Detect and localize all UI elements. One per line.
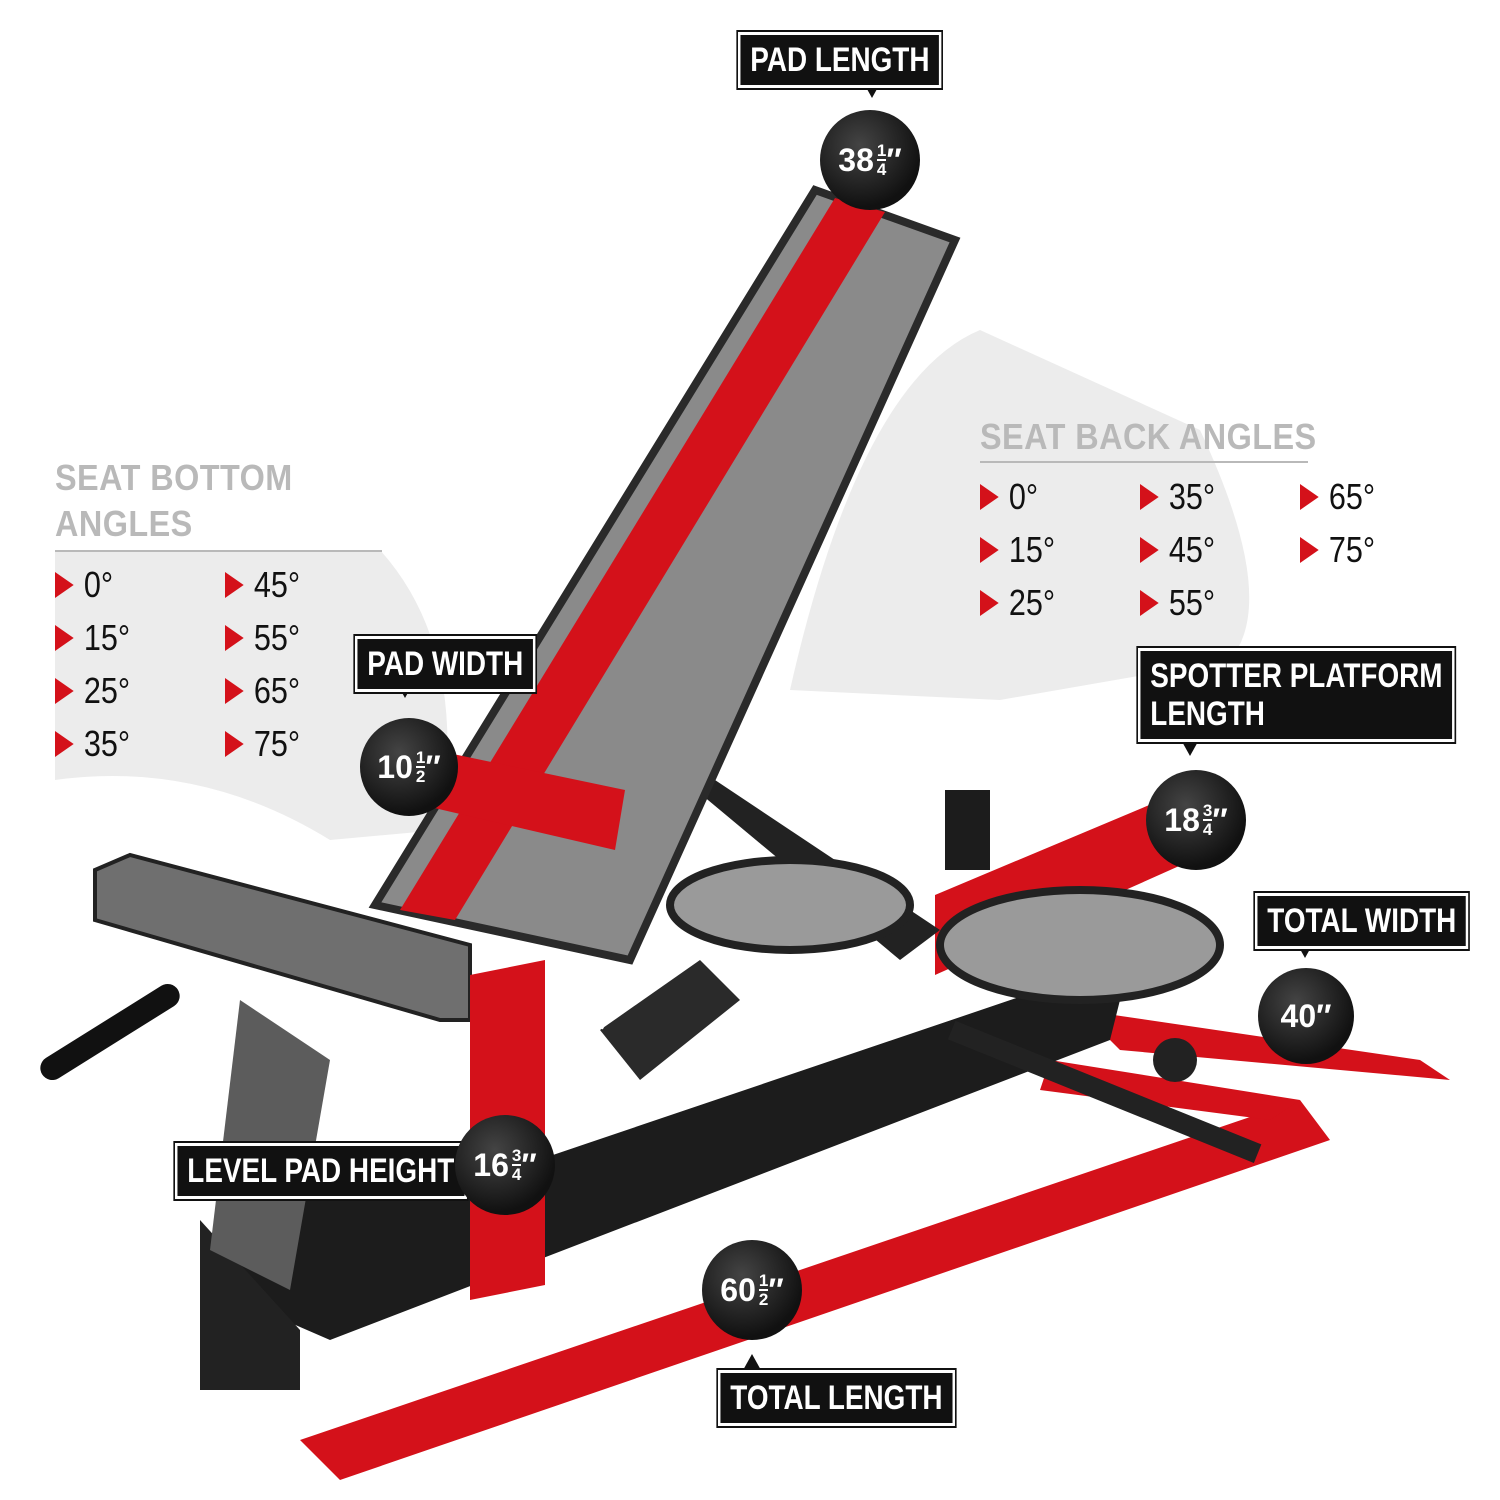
spotter-platform-length-label: SPOTTER PLATFORM LENGTH bbox=[1138, 648, 1455, 742]
triangle-bullet-icon bbox=[1140, 536, 1159, 563]
triangle-bullet-icon bbox=[1300, 483, 1319, 510]
seat-back-angle-arc bbox=[790, 330, 1250, 700]
front-leg bbox=[200, 1220, 300, 1390]
triangle-bullet-icon bbox=[1300, 536, 1319, 563]
total-width-band-1 bbox=[1080, 1010, 1450, 1080]
pointer bbox=[1180, 738, 1200, 756]
pad-length-stripe bbox=[400, 198, 885, 920]
seat-bottom-angles-heading: SEAT BOTTOM ANGLES bbox=[55, 455, 293, 547]
angle-item: 65° bbox=[225, 664, 327, 717]
angle-item: 25° bbox=[980, 576, 1082, 629]
total-width-value: 40″ bbox=[1258, 968, 1354, 1064]
level-pad-height-label: LEVEL PAD HEIGHT bbox=[175, 1143, 467, 1199]
total-width-label: TOTAL WIDTH bbox=[1255, 893, 1469, 949]
angle-item: 55° bbox=[225, 611, 327, 664]
triangle-bullet-icon bbox=[225, 677, 244, 704]
heading-line: SEAT BOTTOM bbox=[55, 457, 293, 498]
triangle-bullet-icon bbox=[980, 589, 999, 616]
triangle-bullet-icon bbox=[225, 624, 244, 651]
pad-length-label: PAD LENGTH bbox=[738, 32, 942, 88]
angle-item: 75° bbox=[1300, 523, 1402, 576]
angle-item: 65° bbox=[1300, 470, 1402, 523]
brand-logo: LEGEND bbox=[539, 1003, 616, 1113]
pad-width-label: PAD WIDTH bbox=[355, 636, 536, 692]
triangle-bullet-icon bbox=[55, 730, 74, 757]
seat-back-angles-heading: SEAT BACK ANGLES bbox=[980, 416, 1317, 457]
pointer bbox=[742, 1354, 762, 1372]
total-width-band-2 bbox=[1040, 1060, 1300, 1120]
seat-handle bbox=[40, 983, 180, 1081]
angle-item: 55° bbox=[1140, 576, 1242, 629]
angle-item: 45° bbox=[1140, 523, 1242, 576]
triangle-bullet-icon bbox=[55, 677, 74, 704]
seat-back-angle-list: 0° 15° 25° 35° 45° 55° 65° 75° bbox=[980, 470, 1420, 629]
angle-item: 75° bbox=[225, 717, 327, 770]
weight-horn bbox=[947, 1020, 1262, 1163]
triangle-bullet-icon bbox=[1140, 589, 1159, 616]
label-line: SPOTTER PLATFORM bbox=[1150, 657, 1443, 695]
seat-bottom-angle-list: 0° 15° 25° 35° 45° 55° 65° 75° bbox=[55, 558, 345, 770]
divider bbox=[55, 550, 382, 552]
triangle-bullet-icon bbox=[980, 483, 999, 510]
total-length-band bbox=[300, 1100, 1330, 1480]
triangle-bullet-icon bbox=[1140, 483, 1159, 510]
angle-item: 15° bbox=[980, 523, 1082, 576]
post-knob bbox=[945, 790, 990, 870]
triangle-bullet-icon bbox=[225, 730, 244, 757]
angle-item: 25° bbox=[55, 664, 157, 717]
angle-item: 35° bbox=[55, 717, 157, 770]
angle-item: 0° bbox=[980, 470, 1082, 523]
triangle-bullet-icon bbox=[225, 571, 244, 598]
triangle-bullet-icon bbox=[55, 571, 74, 598]
spotter-platform-right bbox=[936, 886, 1224, 1004]
spotter-platform-left bbox=[666, 856, 914, 954]
angle-item: 15° bbox=[55, 611, 157, 664]
total-length-label: TOTAL LENGTH bbox=[718, 1370, 955, 1426]
angle-item: 45° bbox=[225, 558, 327, 611]
divider bbox=[980, 461, 1308, 463]
seat-bottom-angle-arc bbox=[55, 550, 448, 840]
bench-frame bbox=[215, 990, 1120, 1340]
wheel bbox=[1153, 1038, 1197, 1082]
heading-line: ANGLES bbox=[55, 503, 193, 544]
label-line: LENGTH bbox=[1150, 695, 1265, 733]
triangle-bullet-icon bbox=[55, 624, 74, 651]
angle-item: 0° bbox=[55, 558, 157, 611]
center-post bbox=[600, 960, 740, 1080]
triangle-bullet-icon bbox=[980, 536, 999, 563]
angle-item: 35° bbox=[1140, 470, 1242, 523]
